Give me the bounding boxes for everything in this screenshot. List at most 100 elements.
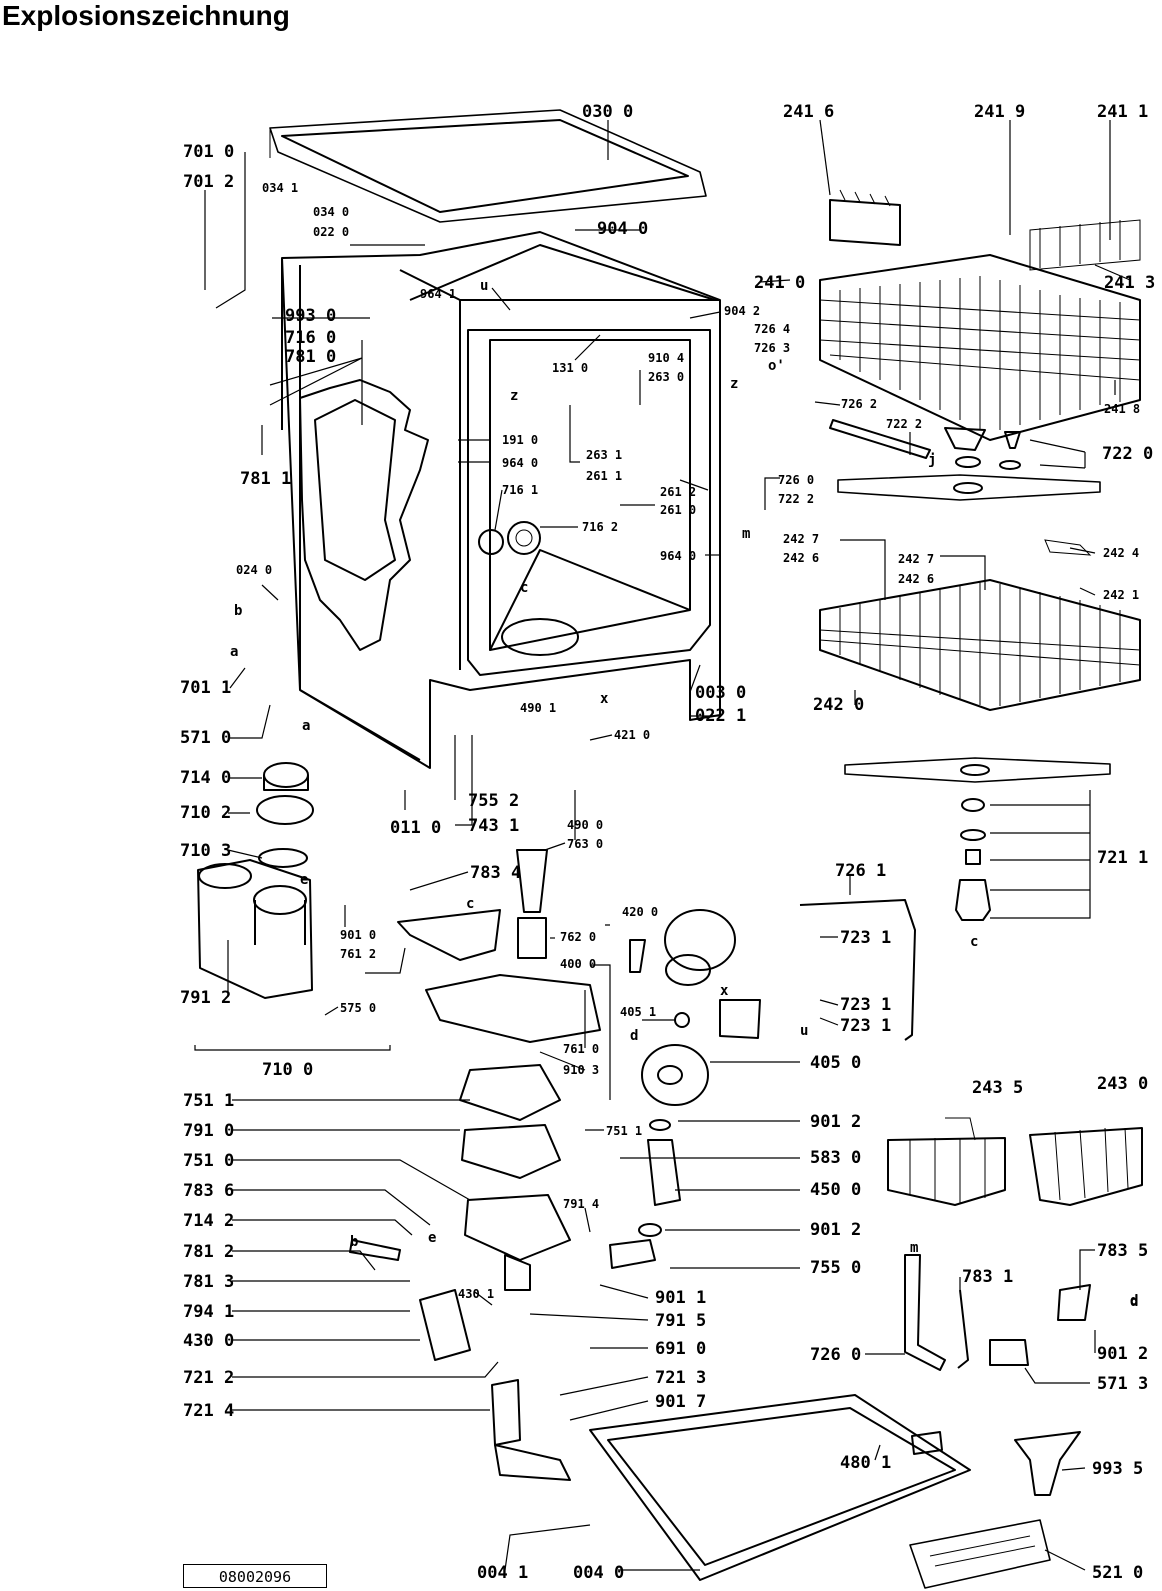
part-label: 791 5 bbox=[655, 1311, 706, 1331]
part-label: 575 0 bbox=[340, 1001, 376, 1015]
drawing-top-lid bbox=[269, 109, 707, 223]
part-label: 781 0 bbox=[285, 347, 336, 367]
part-label: 901 0 bbox=[340, 928, 376, 942]
part-label: 791 4 bbox=[563, 1197, 599, 1211]
part-label: 241 1 bbox=[1097, 102, 1148, 122]
part-label: 751 1 bbox=[183, 1091, 234, 1111]
part-label: 964 0 bbox=[502, 456, 538, 470]
part-label: 571 3 bbox=[1097, 1374, 1148, 1394]
part-label: 781 2 bbox=[183, 1242, 234, 1262]
part-label: 721 3 bbox=[655, 1368, 706, 1388]
drawing-water-softener bbox=[197, 762, 314, 999]
part-label: 430 0 bbox=[183, 1331, 234, 1351]
part-label: 405 0 bbox=[810, 1053, 861, 1073]
part-label: 964 0 bbox=[660, 549, 696, 563]
part-label: 583 0 bbox=[810, 1148, 861, 1168]
drawing-inner-tub bbox=[467, 329, 711, 676]
part-label: 004 1 bbox=[477, 1563, 528, 1583]
part-label: 430 1 bbox=[458, 1287, 494, 1301]
part-label: 261 0 bbox=[660, 503, 696, 517]
drawing-side-panel-insulation bbox=[299, 379, 429, 651]
reference-letter: a bbox=[230, 644, 238, 660]
part-label: 781 3 bbox=[183, 1272, 234, 1292]
part-label: 794 1 bbox=[183, 1302, 234, 1322]
reference-letter: z bbox=[730, 376, 738, 392]
part-label: 901 2 bbox=[810, 1112, 861, 1132]
leader-lines bbox=[194, 119, 1131, 1571]
part-label: 480 1 bbox=[840, 1453, 891, 1473]
part-label: 722 0 bbox=[1102, 444, 1153, 464]
reference-letter: u bbox=[480, 278, 488, 294]
part-label: 993 0 bbox=[285, 306, 336, 326]
part-label: 400 0 bbox=[560, 957, 596, 971]
part-label: 263 1 bbox=[586, 448, 622, 462]
reference-letter: b bbox=[350, 1234, 358, 1250]
part-label: 716 2 bbox=[582, 520, 618, 534]
part-label: 783 5 bbox=[1097, 1241, 1148, 1261]
reference-letter: d bbox=[630, 1028, 638, 1044]
part-label: 726 0 bbox=[778, 473, 814, 487]
part-label: 904 2 bbox=[724, 304, 760, 318]
part-label: 751 1 bbox=[606, 1124, 642, 1138]
drawing-right-hoses bbox=[799, 899, 1091, 1496]
part-label: 762 0 bbox=[560, 930, 596, 944]
drawing-cutlery-baskets bbox=[887, 1117, 1143, 1206]
part-label: 030 0 bbox=[582, 102, 633, 122]
part-label: 743 1 bbox=[468, 816, 519, 836]
part-label: 034 0 bbox=[313, 205, 349, 219]
part-label: 241 9 bbox=[974, 102, 1025, 122]
part-label: 004 0 bbox=[573, 1563, 624, 1583]
reference-letter: z bbox=[510, 388, 518, 404]
part-label: 242 7 bbox=[898, 552, 934, 566]
part-label: 751 0 bbox=[183, 1151, 234, 1171]
page-title: Explosionszeichnung bbox=[2, 0, 290, 31]
part-label: 490 0 bbox=[567, 818, 603, 832]
part-label: 241 6 bbox=[783, 102, 834, 122]
part-label: 723 1 bbox=[840, 1016, 891, 1036]
part-label: 263 0 bbox=[648, 370, 684, 384]
part-label: 261 2 bbox=[660, 485, 696, 499]
part-label: 405 1 bbox=[620, 1005, 656, 1019]
reference-letter: e bbox=[300, 872, 308, 888]
reference-letter: d bbox=[1130, 1294, 1138, 1310]
part-label: 901 2 bbox=[1097, 1344, 1148, 1364]
reference-letter: c bbox=[520, 580, 528, 596]
part-label: 761 2 bbox=[340, 947, 376, 961]
reference-letter: x bbox=[720, 983, 729, 999]
part-label: 723 1 bbox=[840, 995, 891, 1015]
part-label: 242 6 bbox=[898, 572, 934, 586]
drawing-base-plinth bbox=[589, 1394, 1051, 1589]
part-label: 726 3 bbox=[754, 341, 790, 355]
part-label: 242 6 bbox=[783, 551, 819, 565]
part-label: 241 3 bbox=[1104, 273, 1155, 293]
part-label: 691 0 bbox=[655, 1339, 706, 1359]
part-label: 714 2 bbox=[183, 1211, 234, 1231]
part-label: 791 2 bbox=[180, 988, 231, 1008]
part-label: 022 1 bbox=[695, 706, 746, 726]
part-label: 901 2 bbox=[810, 1220, 861, 1240]
part-label: 910 4 bbox=[648, 351, 684, 365]
reference-letter: c bbox=[466, 896, 474, 912]
part-label: 131 0 bbox=[552, 361, 588, 375]
part-label: 701 2 bbox=[183, 172, 234, 192]
part-label: 242 4 bbox=[1103, 546, 1139, 560]
drawing-hoses-and-drain bbox=[349, 1119, 681, 1481]
part-label: 726 4 bbox=[754, 322, 790, 336]
reference-letter: b bbox=[234, 603, 242, 619]
part-label: 450 0 bbox=[810, 1180, 861, 1200]
part-label: 763 0 bbox=[567, 837, 603, 851]
part-label: 722 2 bbox=[778, 492, 814, 506]
reference-letter: o' bbox=[768, 358, 785, 374]
part-label: 191 0 bbox=[502, 433, 538, 447]
drawing-upper-basket bbox=[819, 189, 1141, 441]
part-label: 755 2 bbox=[468, 791, 519, 811]
drawing-cabinet-frame bbox=[281, 231, 721, 769]
reference-letter: a bbox=[302, 718, 310, 734]
part-label: 783 6 bbox=[183, 1181, 234, 1201]
part-label: 721 1 bbox=[1097, 848, 1148, 868]
part-label: 011 0 bbox=[390, 818, 441, 838]
part-label: 243 0 bbox=[1097, 1074, 1148, 1094]
part-label: 721 4 bbox=[183, 1401, 234, 1421]
part-label: 521 0 bbox=[1092, 1563, 1143, 1583]
part-label: 710 3 bbox=[180, 841, 231, 861]
